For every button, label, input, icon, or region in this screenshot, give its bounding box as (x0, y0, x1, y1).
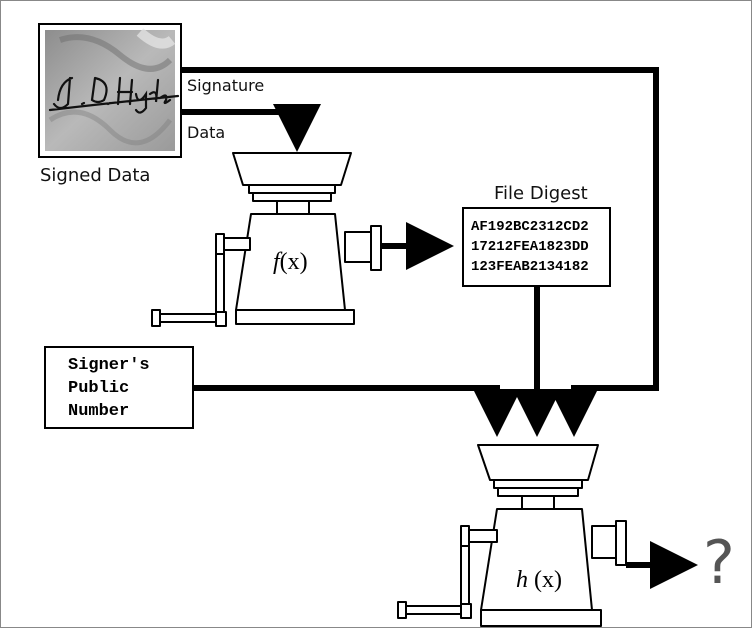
function-f-name: f (273, 249, 280, 275)
signed-data-image (38, 23, 182, 158)
machine-f-hopper (232, 152, 352, 186)
file-digest-title: File Digest (494, 183, 588, 204)
question-mark: ? (703, 528, 735, 598)
digest-line: 123FEAB2134182 (471, 259, 589, 275)
handwritten-signature (48, 76, 180, 114)
function-f-arg: (x) (279, 249, 308, 275)
machine-h-body (480, 508, 593, 611)
digest-line: 17212FEA1823DD (471, 239, 589, 255)
signed-data-label: Signed Data (40, 165, 151, 186)
function-f-label: f(x) (273, 249, 308, 276)
public-number-line: Number (68, 402, 130, 421)
public-to-h-arrow (193, 385, 521, 437)
public-number-box (44, 346, 194, 429)
function-h-name: h (516, 567, 528, 593)
data-label: Data (187, 123, 226, 142)
arrows (181, 67, 698, 589)
public-number-line: Signer's (68, 356, 150, 375)
digest-line: AF192BC2312CD2 (471, 219, 589, 235)
function-h-arg: (x) (534, 567, 562, 593)
public-number-line: Public (68, 379, 130, 398)
machine-f (151, 152, 382, 327)
machine-h (397, 444, 627, 627)
signature-arrow (181, 67, 659, 437)
signature-label: Signature (187, 76, 265, 95)
machine-h-hopper (477, 444, 599, 481)
data-arrow (181, 104, 321, 152)
function-h-label: h (x) (516, 567, 562, 594)
